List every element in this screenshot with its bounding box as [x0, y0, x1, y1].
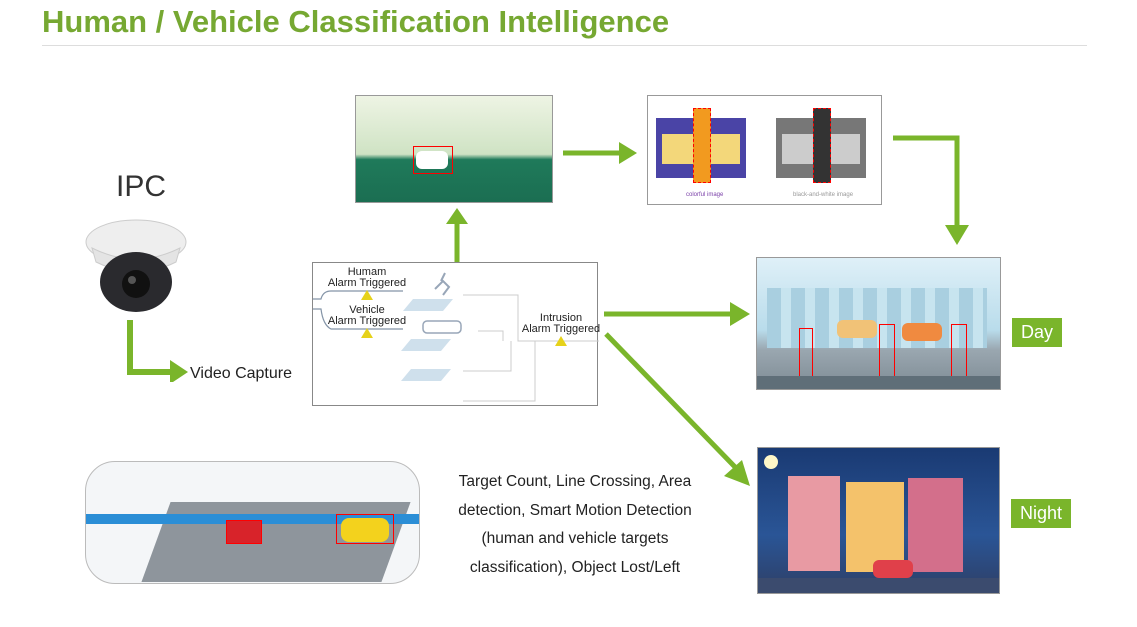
- car-illustration: [902, 323, 942, 341]
- arrow-down-right: [893, 135, 969, 245]
- day-label: Day: [1012, 318, 1063, 347]
- bw-caption: black-and-white image: [793, 192, 854, 198]
- ipc-label: IPC: [116, 170, 167, 203]
- colorful-caption: colorful image: [686, 192, 724, 198]
- detection-box: [951, 324, 967, 382]
- car-illustration: [416, 151, 448, 169]
- person-bw: [813, 108, 831, 183]
- detection-box: [799, 328, 813, 380]
- road: [757, 376, 1000, 389]
- warning-icon: [361, 328, 373, 338]
- page-title: Human / Vehicle Classification Intellige…: [42, 4, 670, 39]
- building: [908, 478, 963, 572]
- vehicle-alarm-line2: Alarm Triggered: [327, 315, 407, 327]
- intrusion-alarm-line1: Intrusion: [539, 312, 583, 324]
- car-illustration: [341, 518, 389, 542]
- car-illustration: [226, 520, 262, 544]
- road: [758, 578, 999, 593]
- human-alarm-line2: Alarm Triggered: [327, 277, 407, 289]
- bike-lane: [86, 514, 419, 524]
- warning-icon: [555, 336, 567, 346]
- car-illustration: [873, 560, 913, 578]
- night-label: Night: [1011, 499, 1072, 528]
- title-divider: [42, 45, 1087, 46]
- building: [846, 482, 904, 572]
- vehicle-alarm-line1: Vehicle: [349, 304, 385, 316]
- detection-box: [413, 146, 453, 174]
- warning-icon: [361, 290, 373, 300]
- arrow-right-1: [563, 142, 637, 164]
- intrusion-alarm-line2: Alarm Triggered: [521, 323, 601, 335]
- building: [788, 476, 840, 571]
- car-illustration: [837, 320, 877, 338]
- city-skyline: [767, 288, 987, 348]
- feature-description: Target Count, Line Crossing, Area detect…: [458, 473, 692, 576]
- intersection-scene-image: [85, 461, 420, 584]
- arrow-up: [446, 208, 468, 264]
- arrow-to-video-capture: [127, 320, 188, 382]
- human-alarm-line1: Humam: [347, 266, 387, 278]
- detection-box: [879, 324, 895, 382]
- detection-box: [336, 514, 394, 544]
- day-scene-image: [756, 257, 1001, 390]
- scene-image-park: [355, 95, 553, 203]
- person-colorful: [693, 108, 711, 183]
- night-scene-image: [757, 447, 1000, 594]
- moon-icon: [764, 455, 778, 469]
- arrows-to-day-night: [604, 302, 750, 486]
- video-capture-label: Video Capture: [190, 365, 292, 382]
- color-comparison-image: colorful image black-and-white image: [647, 95, 882, 205]
- dome-camera-icon: [85, 219, 187, 312]
